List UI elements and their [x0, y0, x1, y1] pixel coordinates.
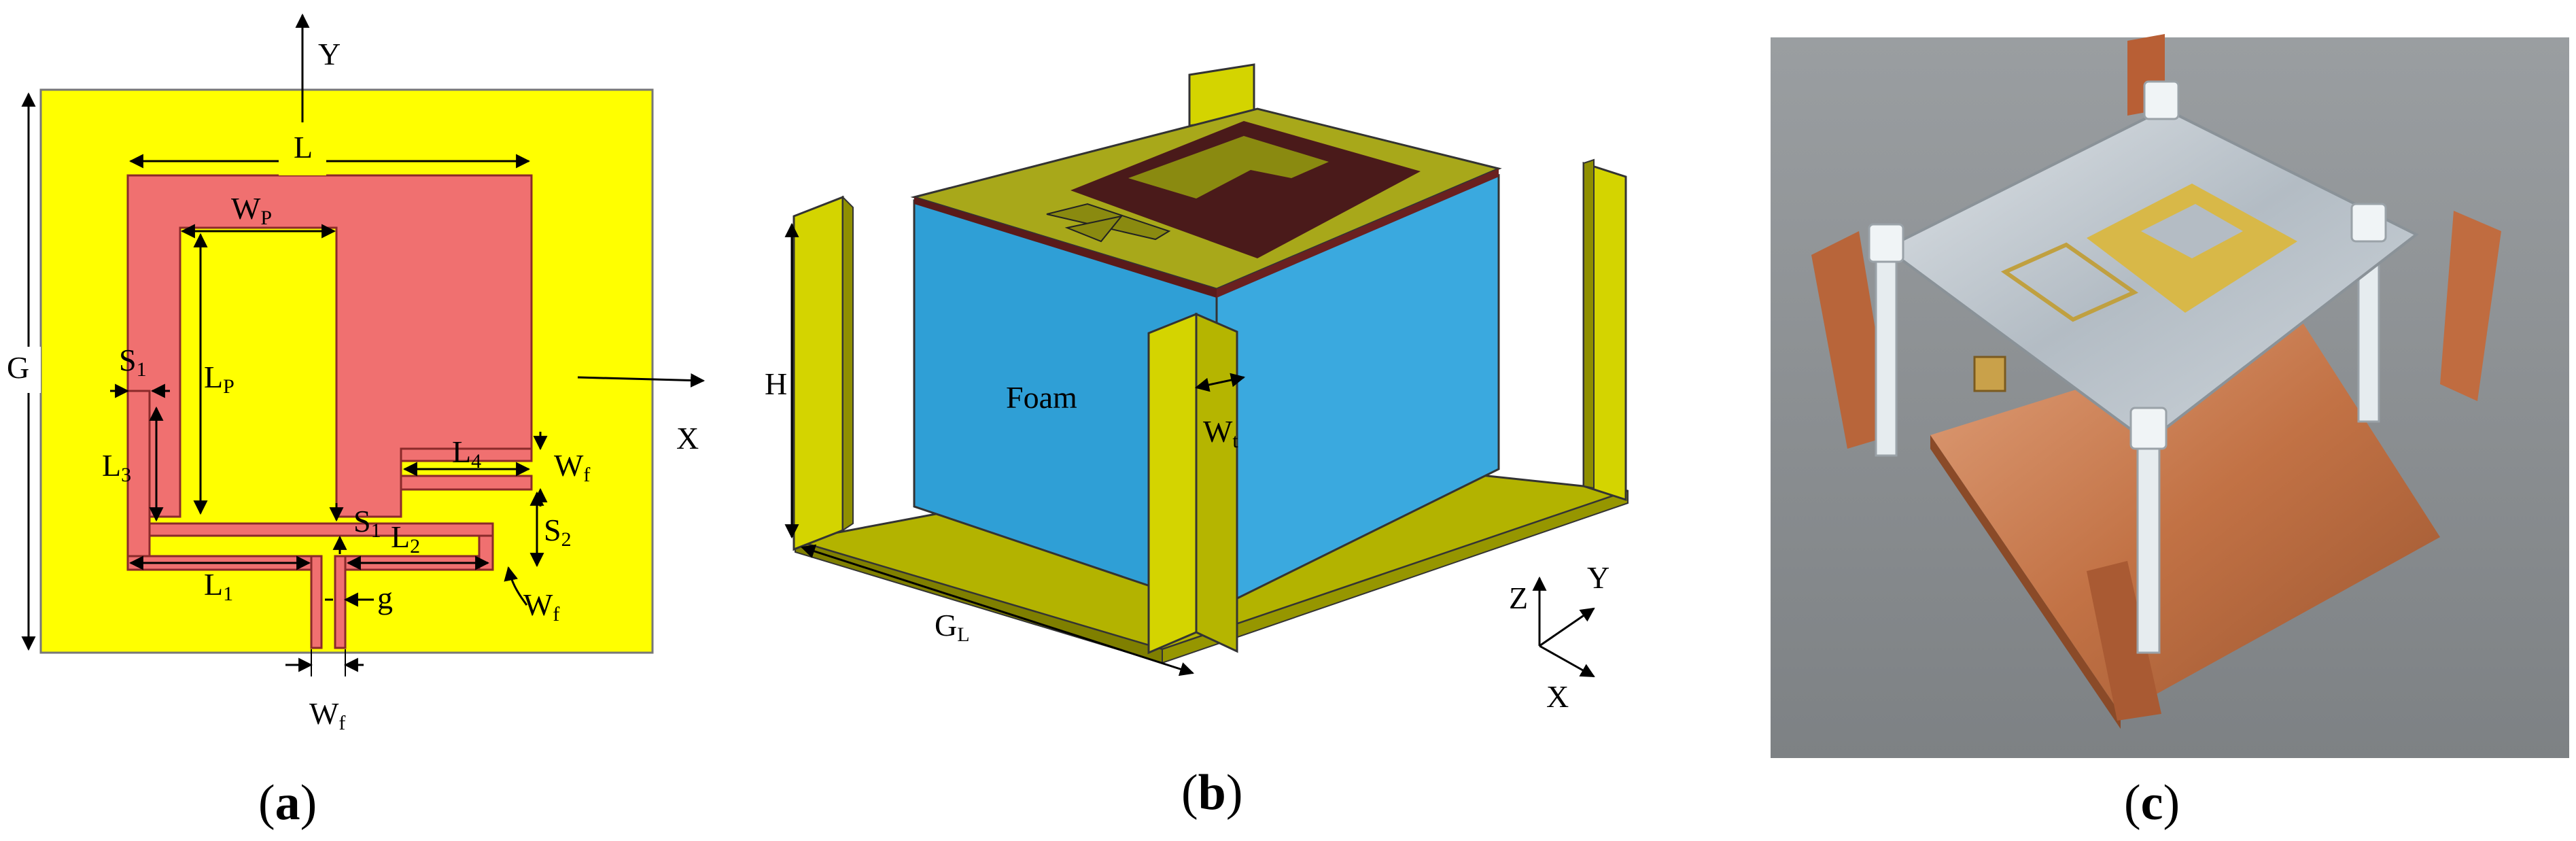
panel-c: (c)	[1771, 34, 2569, 831]
copper-wall-right	[2440, 211, 2501, 401]
copper-wall-left	[1811, 231, 1893, 449]
dim-h-label: H	[765, 366, 787, 401]
panel-b: Foam H Wt GL Z Y X (b)	[765, 63, 1629, 821]
dim-s2-label: S2	[544, 513, 572, 551]
copper-wall-front	[2087, 561, 2161, 721]
caption-a: (a)	[258, 775, 317, 831]
dim-wf-corner-label: Wf	[523, 587, 559, 625]
caption-b: (b)	[1181, 765, 1242, 821]
axis-y-label: Y	[1587, 560, 1609, 595]
sma-connector	[1973, 356, 2006, 392]
dim-s1b-label: S1	[353, 504, 381, 542]
top-patch	[1071, 121, 1421, 258]
dim-wf-right-label: Wf	[554, 448, 590, 486]
dim-wp-label: WP	[231, 191, 272, 229]
dim-wf-bottom-label: Wf	[309, 696, 345, 734]
dim-gl-line	[801, 544, 1194, 676]
dim-l4-label: L4	[452, 434, 481, 473]
dim-l3-label: L3	[102, 448, 131, 486]
dim-l1-label: L1	[204, 567, 233, 605]
dim-lp-label: LP	[204, 360, 234, 398]
x-axis-label: X	[676, 421, 699, 456]
panel-a: Y X L G WP LP S1 L3 L4 Wf S1	[1, 13, 706, 831]
axis-z-label: Z	[1509, 581, 1528, 615]
copper-ground	[1930, 320, 2440, 714]
dim-s1-label: S1	[119, 343, 147, 381]
wall-front-left	[1147, 312, 1198, 655]
foam-label: Foam	[1006, 380, 1077, 415]
dim-g-label: G	[7, 350, 29, 385]
dim-l2-label: L2	[391, 519, 420, 557]
axis-x-label: X	[1546, 679, 1569, 714]
wall-back-left	[793, 195, 844, 551]
dim-wt-label: Wt	[1203, 414, 1238, 452]
dim-g-gap-label: g	[377, 581, 393, 615]
y-axis-label: Y	[318, 37, 341, 71]
dim-gl-label: GL	[935, 608, 970, 646]
caption-c: (c)	[2124, 775, 2180, 831]
bolt-heads	[1868, 80, 2387, 450]
x-axis-arrow	[577, 373, 706, 388]
dim-l-label: L	[294, 130, 313, 165]
